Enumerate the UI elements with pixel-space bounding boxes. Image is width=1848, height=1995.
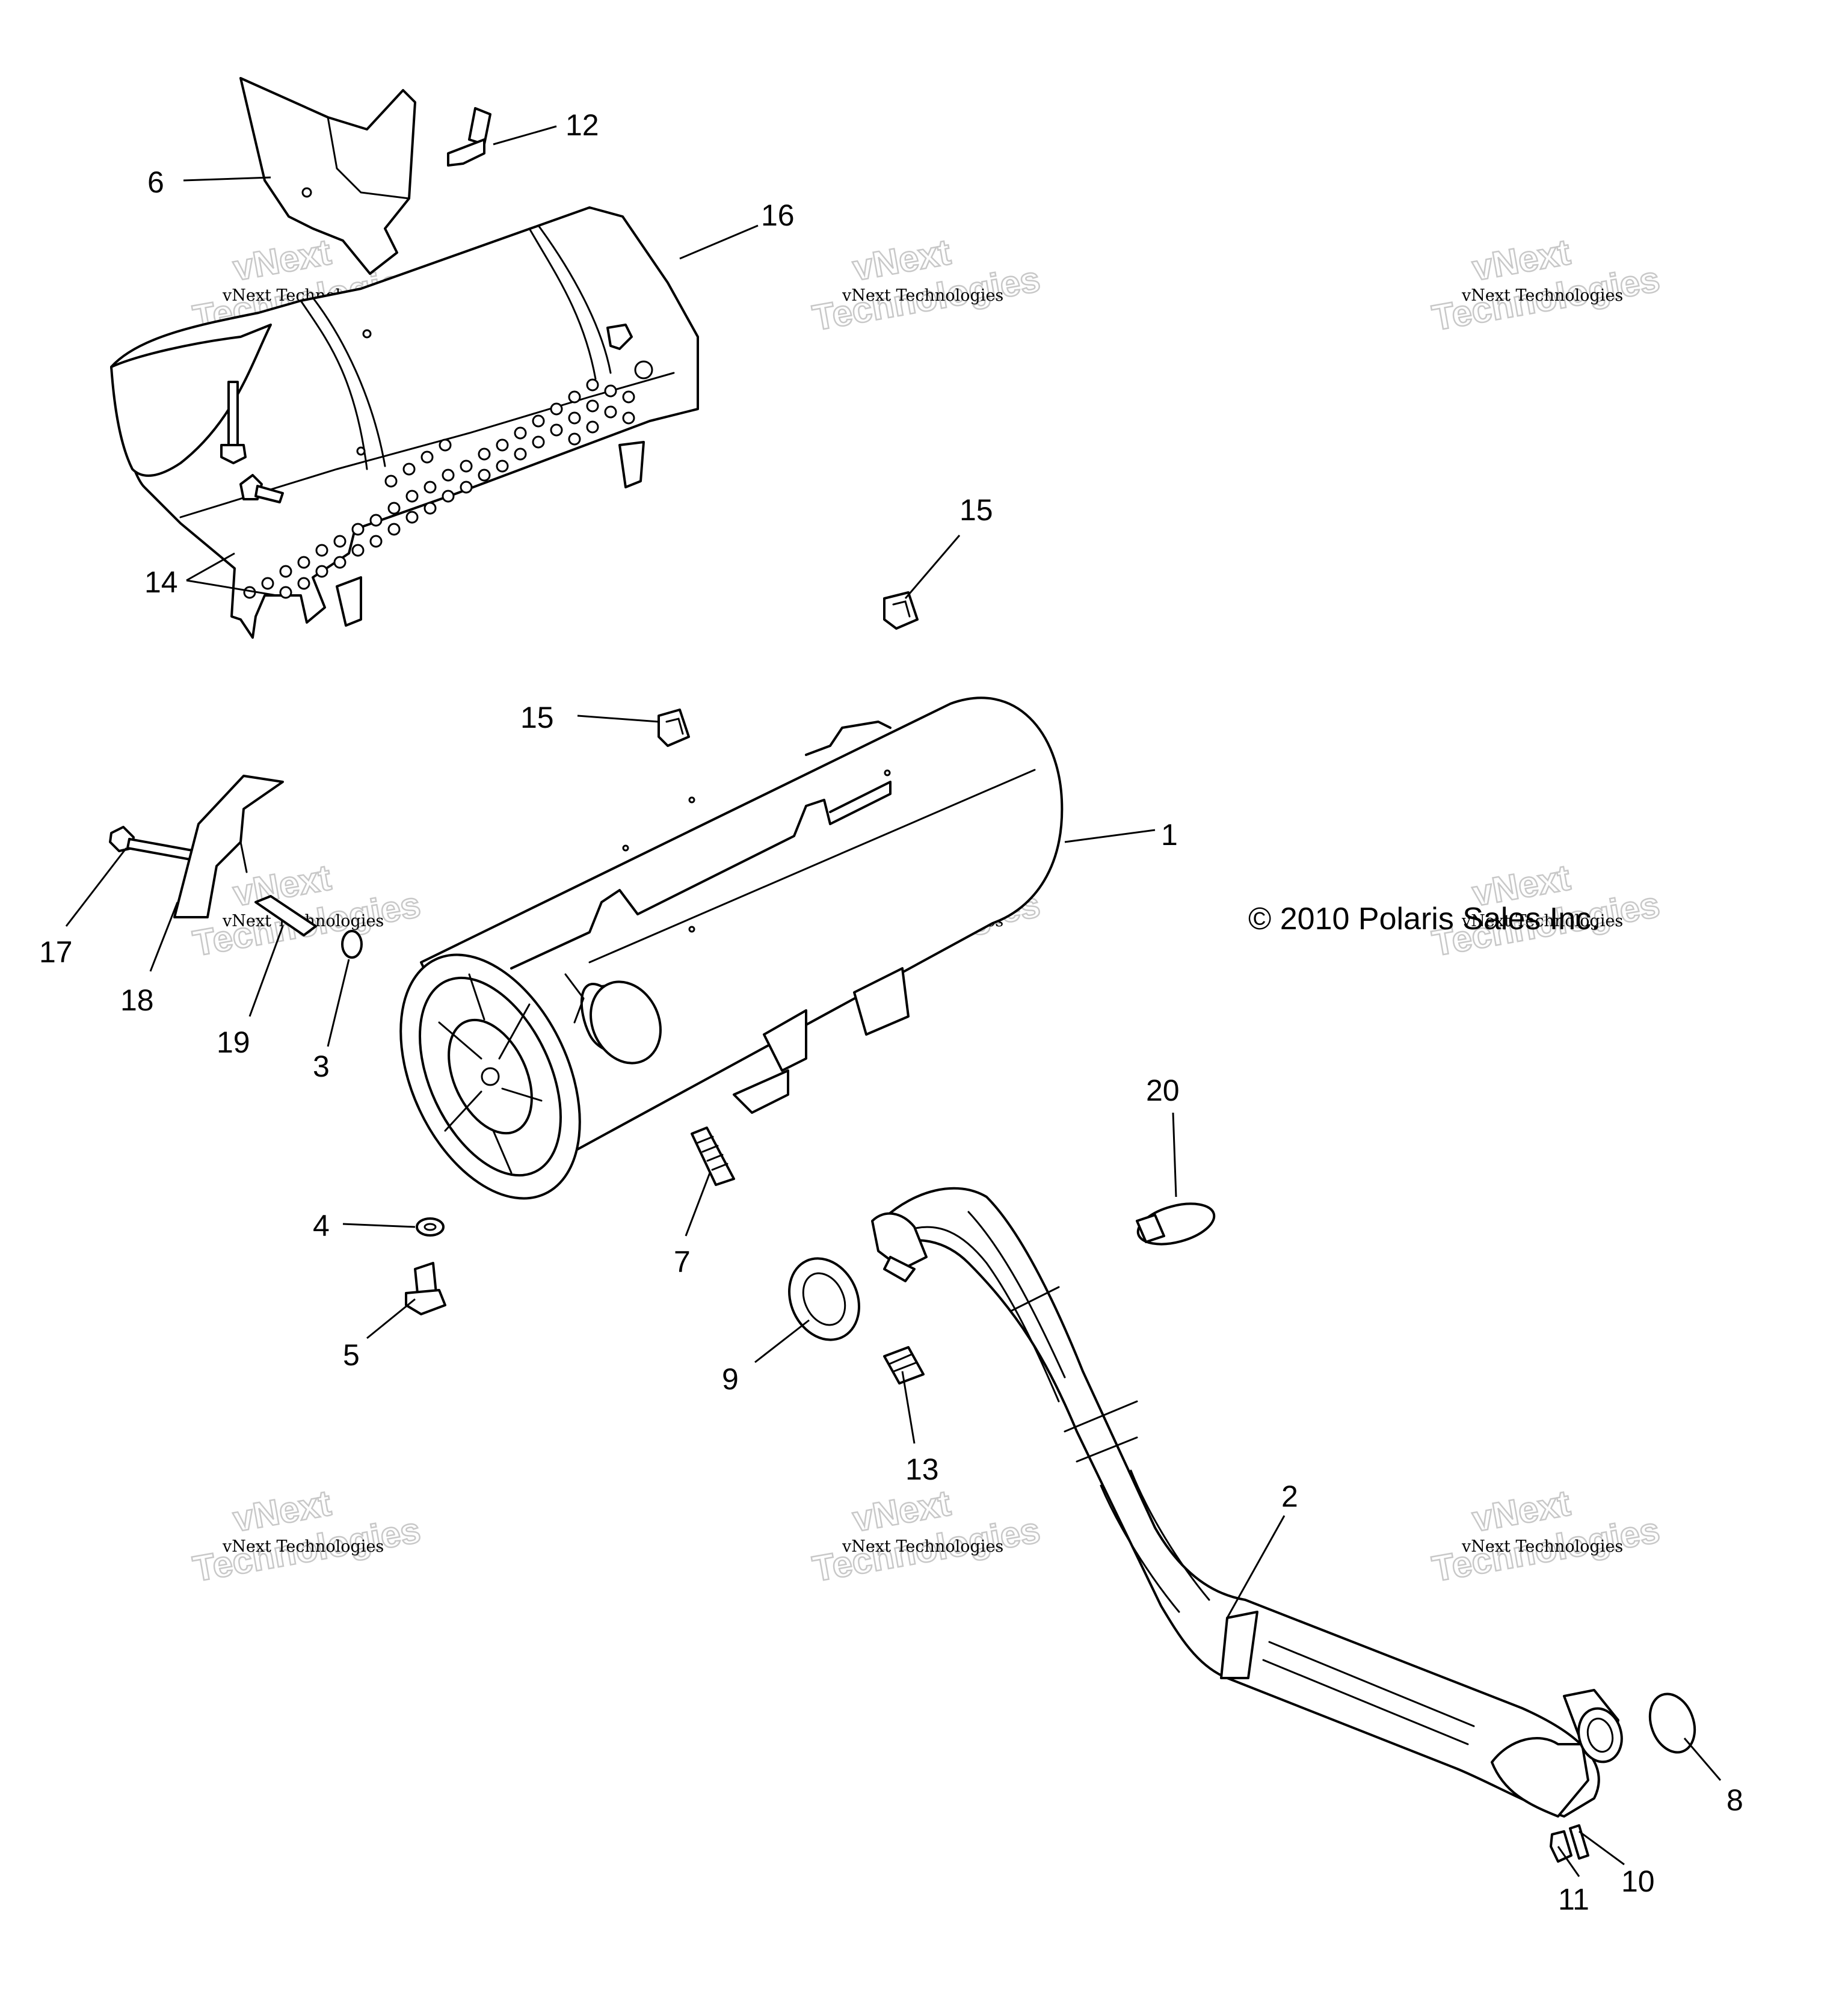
part-17-bolt (109, 826, 197, 861)
watermark-small-text: vNext Technologies (842, 1537, 1003, 1556)
copyright-notice: © 2010 Polaris Sales Inc. (1248, 902, 1600, 936)
callout-15-upper: 15 (959, 493, 993, 527)
leader-10 (1578, 1830, 1625, 1866)
part-18-bracket (173, 775, 284, 918)
part-11-nut (1550, 1830, 1572, 1863)
part-8-gasket-ring (1648, 1692, 1696, 1754)
leader-9 (754, 1319, 810, 1363)
callout-20: 20 (1146, 1074, 1180, 1107)
leader-16 (679, 224, 759, 260)
callout-12: 12 (565, 108, 599, 142)
watermark-tile-2: vNext Technologies vNext Technologies (809, 231, 1044, 339)
part-2-head-pipe (871, 1187, 1623, 1818)
leader-5 (366, 1298, 416, 1339)
callout-16: 16 (761, 198, 795, 232)
part-5-drain-plug (405, 1262, 446, 1315)
leader-15b (577, 715, 659, 723)
callout-7: 7 (674, 1245, 691, 1279)
callouts: 1 2 3 4 5 6 7 8 9 10 11 12 13 14 15 15 1… (39, 108, 1743, 1916)
leader-2 (1226, 1515, 1286, 1618)
watermark-small-text: vNext Technologies (1461, 286, 1623, 305)
callout-19: 19 (217, 1025, 250, 1059)
watermark-small-text: vNext Technologies (1461, 1537, 1623, 1556)
callout-13: 13 (905, 1452, 939, 1486)
leader-8 (1683, 1738, 1722, 1781)
leader-13 (901, 1371, 916, 1444)
part-16-heat-shield (110, 206, 699, 639)
part-20-hose-clamp (1136, 1202, 1216, 1246)
leader-14a (186, 552, 235, 582)
callout-3: 3 (313, 1050, 330, 1083)
watermark-tile-3: vNext Technologies vNext Technologies (1429, 231, 1664, 339)
part-13-spring (883, 1346, 925, 1385)
part-14-bolt-lower (239, 474, 284, 503)
part-9-gasket (788, 1257, 860, 1341)
callout-6: 6 (147, 165, 164, 199)
part-15-clip-nut-lower (658, 709, 690, 747)
leader-1 (1064, 829, 1156, 843)
heat-shield-perforations (243, 378, 635, 599)
leader-17 (65, 847, 128, 927)
part-15-clip-nut-upper (883, 591, 919, 630)
part-10-stud (1569, 1824, 1589, 1860)
part-12-push-rivet (447, 107, 491, 167)
leader-12 (493, 125, 557, 146)
leader-4 (342, 1223, 416, 1228)
leader-lines (65, 125, 1722, 1877)
leader-11 (1557, 1846, 1580, 1877)
leader-6 (183, 176, 271, 182)
part-3-gasket-ring (341, 930, 363, 959)
watermark-small-text: vNext Technologies (842, 286, 1003, 305)
callout-9: 9 (722, 1362, 739, 1396)
callout-8: 8 (1726, 1783, 1743, 1817)
part-14-bolt-upper (220, 381, 247, 464)
part-6-heat-shield-bracket (239, 77, 416, 275)
part-7-spring (691, 1127, 735, 1186)
leader-7 (685, 1172, 711, 1237)
leader-3 (327, 959, 350, 1047)
callout-10: 10 (1621, 1864, 1655, 1898)
callout-14: 14 (144, 565, 178, 599)
callout-5: 5 (343, 1338, 360, 1372)
part-19-stud (254, 895, 317, 936)
leader-15a (904, 535, 961, 599)
watermark-tile-9: vNext Technologies vNext Technologies (1429, 1482, 1664, 1590)
watermark-tile-8: vNext Technologies vNext Technologies (809, 1482, 1044, 1590)
watermark-tile-7: vNext Technologies vNext Technologies (189, 1482, 425, 1590)
callout-2: 2 (1281, 1480, 1298, 1513)
watermark-small-text: vNext Technologies (1461, 912, 1623, 930)
leader-20 (1172, 1112, 1177, 1197)
part-4-washer (416, 1217, 445, 1237)
callout-4: 4 (313, 1209, 330, 1243)
callout-17: 17 (39, 935, 73, 969)
callout-18: 18 (120, 983, 154, 1017)
leader-18 (149, 902, 179, 972)
callout-15-lower: 15 (520, 701, 554, 734)
callout-1: 1 (1161, 818, 1178, 852)
leader-14b (186, 579, 277, 597)
part-1-muffler (399, 696, 1064, 1200)
callout-11: 11 (1558, 1883, 1589, 1916)
watermark-small-text: vNext Technologies (222, 1537, 384, 1556)
leader-19 (248, 926, 284, 1017)
